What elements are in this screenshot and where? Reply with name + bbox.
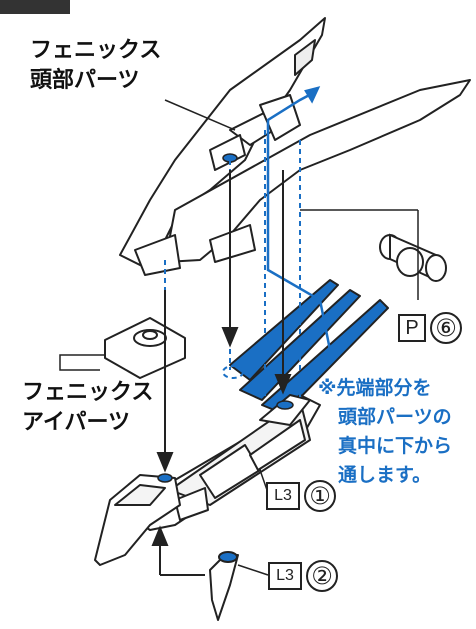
leader-lines: [59, 99, 419, 576]
part-code-l3-1-letter: L3: [266, 482, 300, 510]
corner-tab: [0, 0, 70, 14]
body-peg: [276, 400, 294, 410]
phoenix-eye-label-line1: フェニックス: [22, 380, 154, 405]
part-code-p6-number: ⑥: [430, 312, 462, 344]
part-code-l3-1-number: ①: [304, 480, 336, 512]
part-code-l3-2-number: ②: [306, 560, 338, 592]
phoenix-eye-part: [104, 317, 186, 379]
insertion-note-line3: 真中に下から: [338, 435, 453, 457]
front-blade-part: [94, 474, 181, 566]
p6-pin-part: [379, 233, 447, 282]
insertion-note-line1: ※先端部分を: [318, 377, 432, 399]
phoenix-head-label: フェニックス 頭部パーツ: [30, 36, 161, 96]
insertion-note: ※先端部分を 頭部パーツの 真中に下から 通します。: [318, 374, 452, 490]
phoenix-eye-label: フェニックス アイパーツ: [22, 378, 153, 438]
routing-arrow: [266, 86, 332, 351]
guide-arrows: [151, 170, 292, 576]
insertion-note-line2: 頭部パーツの: [338, 406, 452, 428]
phoenix-head-label-line1: フェニックス: [30, 38, 162, 63]
l3-2-part: [209, 551, 239, 621]
blade-peg: [157, 473, 173, 483]
phoenix-eye-label-line2: アイパーツ: [22, 410, 131, 435]
part-code-p6-letter: P: [398, 314, 426, 342]
phoenix-head-label-line2: 頭部パーツ: [30, 68, 140, 93]
part-code-l3-2-letter: L3: [268, 562, 302, 590]
insertion-note-line4: 通します。: [338, 464, 432, 486]
